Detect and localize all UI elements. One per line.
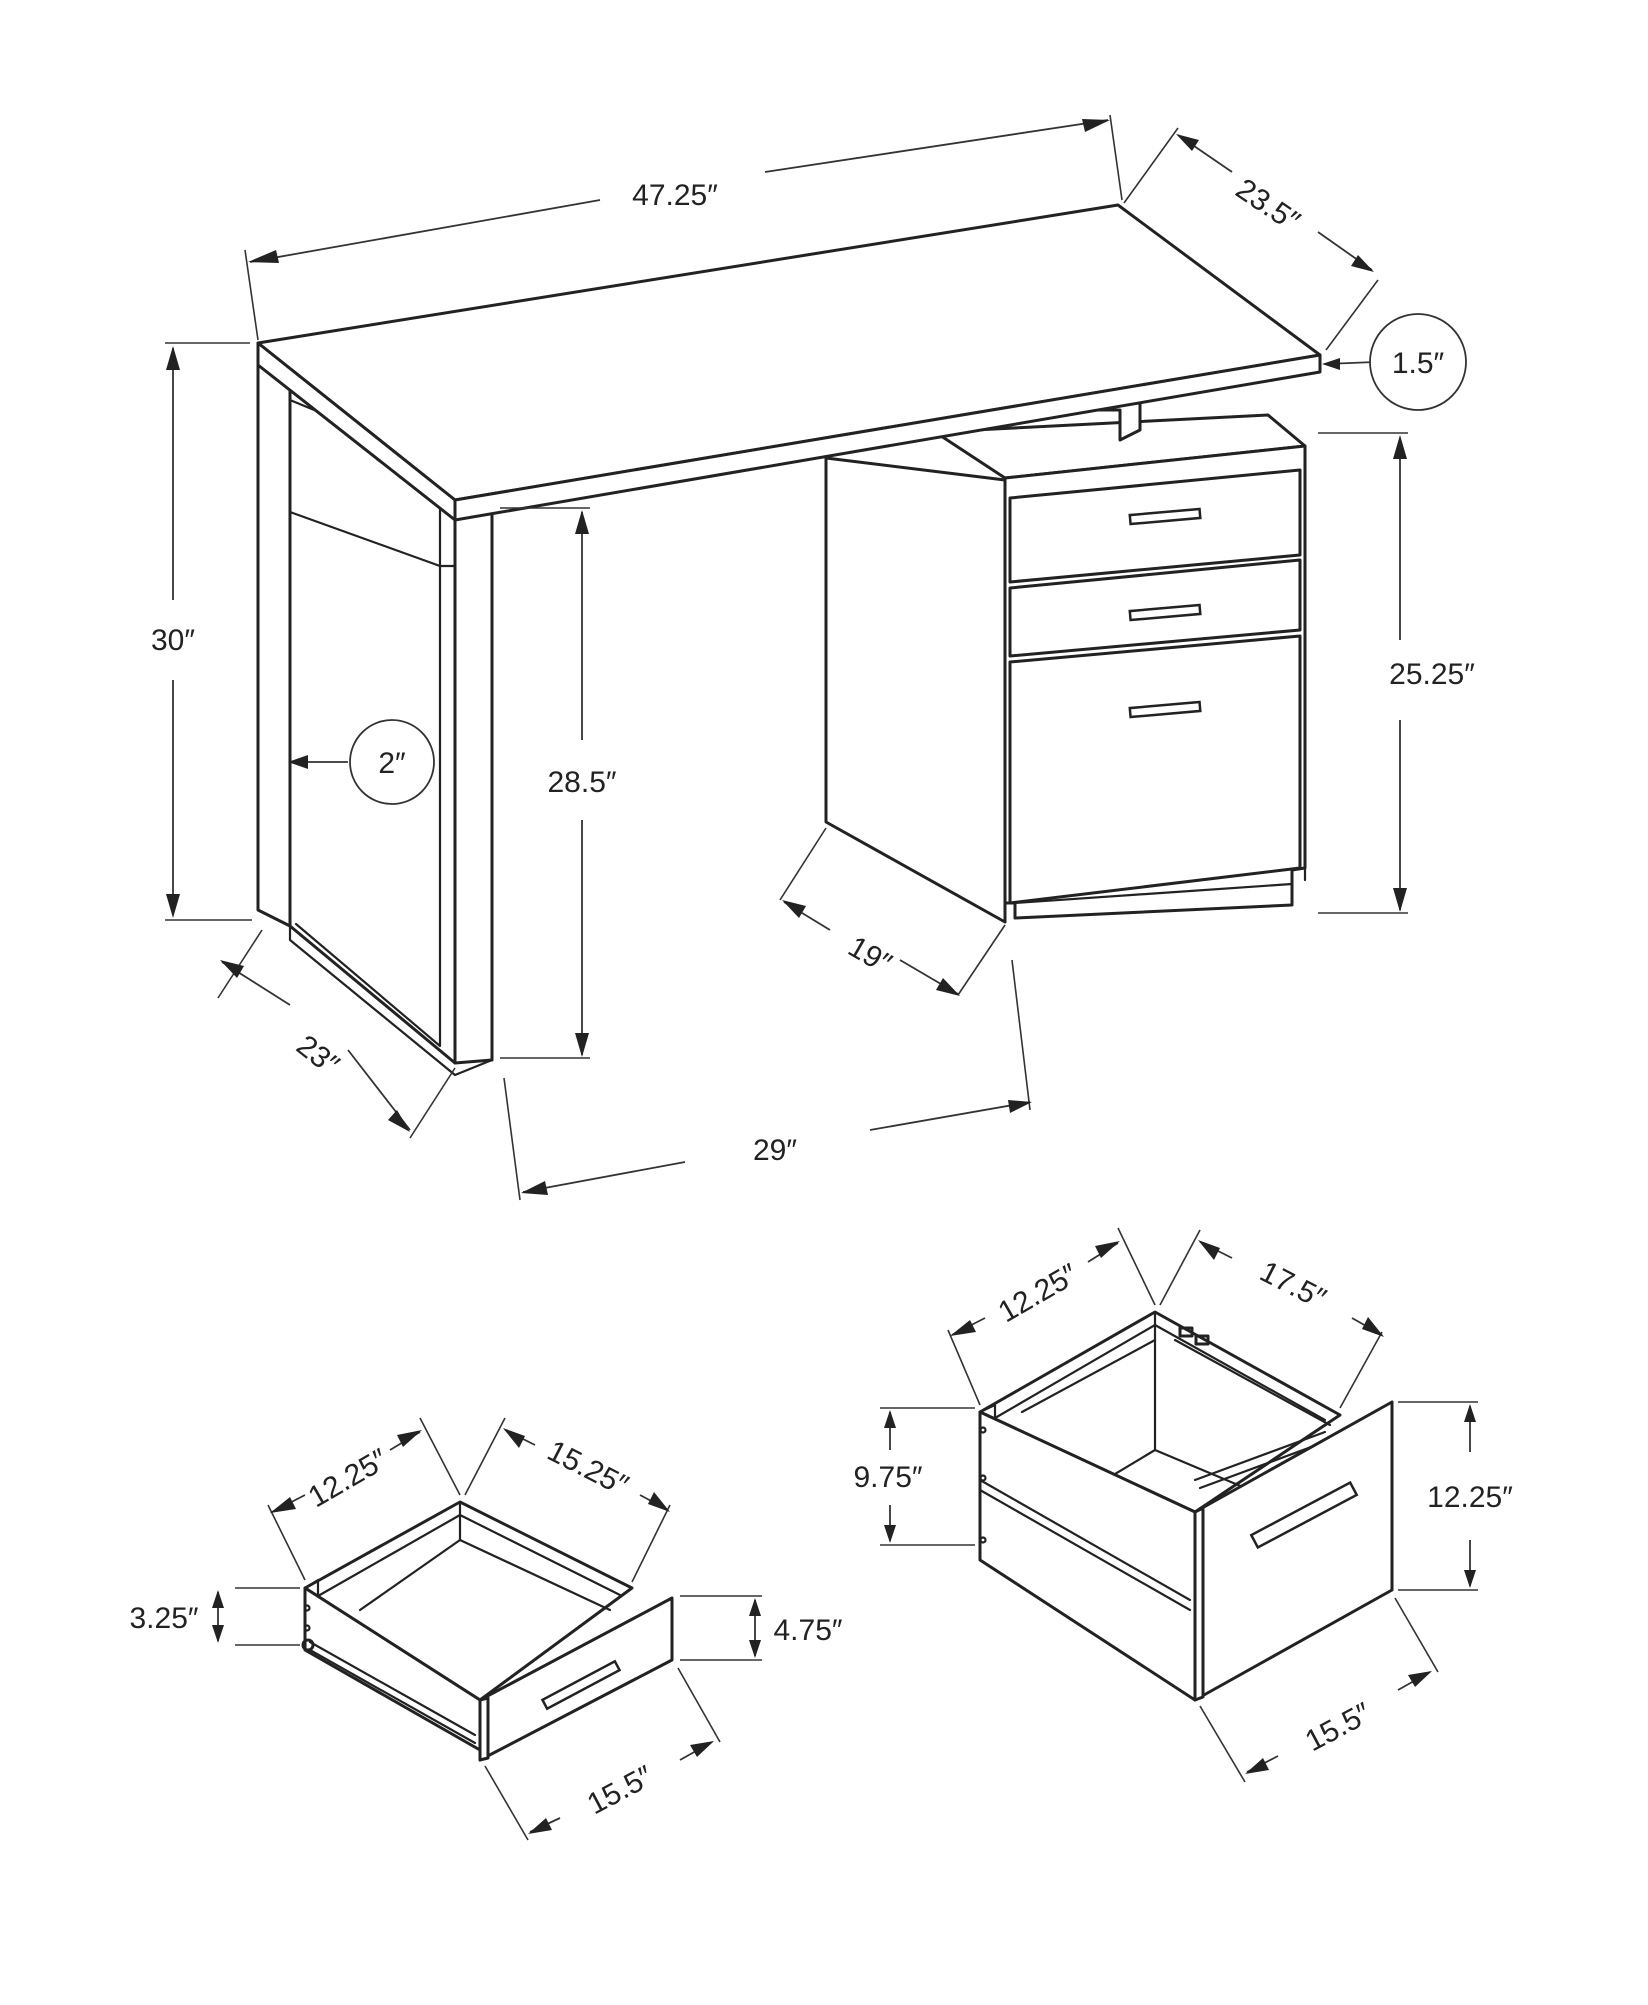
- label-pedestal-depth: 19″: [842, 930, 897, 981]
- label-pedestal-height: 25.25″: [1389, 658, 1475, 691]
- label-small-drawer-inner-height: 3.25″: [129, 1602, 198, 1635]
- drawer-handle: [1128, 603, 1202, 622]
- label-small-drawer-front-height: 4.75″: [773, 1614, 842, 1647]
- label-top-thickness: 1.5″: [1392, 347, 1445, 380]
- file-drawer-drawing: [978, 1310, 1394, 1702]
- callout-top-thickness: [1369, 313, 1467, 411]
- label-leg-depth: 23″: [290, 1029, 345, 1082]
- desk-dimensions: 47.25″ 23.5″ 1.5″ 30″ 2″ 28.5″: [151, 114, 1475, 1201]
- pedestal-drawer-top: [1008, 468, 1302, 584]
- label-knee-height: 28.5″: [547, 766, 616, 799]
- drawer-handle: [1128, 700, 1202, 719]
- small-drawer-drawing: [301, 1500, 674, 1762]
- file-drawer-front-edge: [1193, 1506, 1205, 1702]
- label-leg-thickness: 2″: [378, 747, 406, 780]
- label-total-height: 30″: [151, 624, 195, 657]
- label-top-depth: 23.5″: [1230, 172, 1306, 238]
- label-top-width: 47.25″: [632, 179, 718, 212]
- label-file-drawer-front-height: 12.25″: [1427, 1481, 1513, 1514]
- label-file-drawer-inner-height: 9.75″: [853, 1461, 922, 1494]
- label-small-drawer-width: 15.25″: [542, 1434, 634, 1502]
- pedestal-file-drawer: [1008, 634, 1302, 905]
- label-knee-width: 29″: [753, 1134, 797, 1167]
- desk-top-right-edge: [453, 353, 1322, 522]
- drawer-handle: [1249, 1480, 1359, 1550]
- pedestal-side: [824, 456, 1007, 924]
- left-leg-post: [453, 503, 494, 1065]
- drawer-handle: [540, 1659, 622, 1711]
- label-file-drawer-depth: 12.25″: [993, 1258, 1084, 1330]
- small-drawer-front-edge: [478, 1696, 490, 1762]
- desk-drawing: [256, 203, 1322, 1077]
- label-file-drawer-width: 17.5″: [1255, 1255, 1332, 1316]
- label-small-drawer-depth: 12.25″: [303, 1443, 394, 1515]
- label-file-drawer-front-width: 15.5″: [1300, 1696, 1377, 1758]
- callout-leg-thickness: [349, 719, 435, 805]
- drawer-handle: [1128, 507, 1202, 526]
- label-small-drawer-front-width: 15.5″: [582, 1759, 659, 1821]
- left-leg-panel: [256, 353, 292, 928]
